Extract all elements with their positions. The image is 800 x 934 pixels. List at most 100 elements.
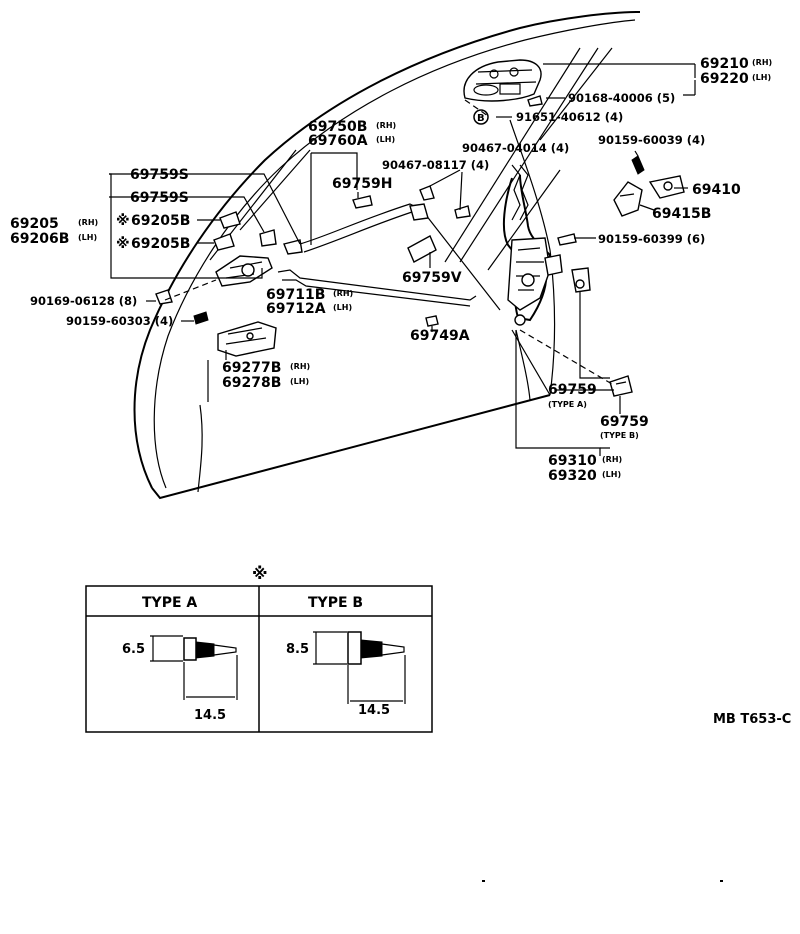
part-number: 69278B bbox=[222, 375, 281, 391]
part-number: 69310 bbox=[548, 453, 597, 469]
part-number-90169-06128: 90169-06128 (8) bbox=[30, 294, 137, 308]
type-comparison-table: ※ TYPE A TYPE B 6.5 14.5 bbox=[85, 564, 433, 733]
bolt-90159-60039 bbox=[631, 155, 645, 175]
callout-69759-type-a: 69759 (TYPE A) bbox=[548, 382, 597, 409]
type-a-length: 14.5 bbox=[194, 708, 226, 723]
shim-69415b bbox=[613, 181, 643, 217]
part-number-90159-60399: 90159-60399 (6) bbox=[598, 232, 705, 246]
handle-screw bbox=[527, 95, 543, 107]
side-tag: (LH) bbox=[376, 135, 395, 144]
clip-90467-08117 bbox=[419, 185, 435, 201]
rod-clip-upper bbox=[409, 203, 429, 221]
circle-b-marker: B bbox=[473, 109, 489, 125]
rod-guide-69759v bbox=[407, 235, 437, 263]
part-number-69750b: 69750B bbox=[308, 119, 367, 135]
part-number: 69206B bbox=[10, 231, 69, 247]
leader-dash bbox=[464, 99, 489, 117]
part-number-90168-40006: 90168-40006 (5) bbox=[568, 91, 675, 105]
side-tag: (LH) bbox=[752, 73, 771, 82]
circle-b-label: B bbox=[477, 113, 485, 124]
rod-clip-69205b-b bbox=[213, 233, 235, 251]
side-tag: (RH) bbox=[752, 58, 772, 67]
part-number-90467-04014: 90467-04014 (4) bbox=[462, 141, 569, 155]
rod-clip-69759s-a bbox=[259, 229, 277, 247]
side-tag: (RH) bbox=[376, 121, 396, 130]
bolt-69759h bbox=[352, 195, 373, 209]
part-number-69415b: 69415B bbox=[652, 206, 711, 222]
callout-69277b: 69277B (RH) 69278B (LH) bbox=[222, 360, 310, 391]
part-number: 69205B bbox=[131, 236, 190, 252]
part-number-90159-60039: 90159-60039 (4) bbox=[598, 133, 705, 147]
asterisk-mark: ※ bbox=[116, 213, 130, 229]
part-number: 69277B bbox=[222, 360, 281, 376]
door-lock-assembly bbox=[502, 164, 563, 326]
side-tag: (RH) bbox=[78, 218, 98, 227]
rod-clip-69759s-b bbox=[283, 239, 303, 255]
type-tag: (TYPE B) bbox=[600, 431, 639, 440]
callout-69310: 69310 (RH) 69320 (LH) bbox=[548, 453, 622, 484]
table-asterisk-marker: ※ bbox=[252, 564, 268, 583]
callout-69711b: 69711B (RH) 69712A (LH) bbox=[266, 287, 353, 317]
part-number: 69320 bbox=[548, 468, 597, 484]
asterisk-mark: ※ bbox=[116, 236, 130, 252]
part-number: 69220 bbox=[700, 71, 749, 87]
side-tag: (LH) bbox=[602, 470, 621, 479]
bracket-right bbox=[571, 267, 591, 293]
screw-90159-60303 bbox=[193, 311, 209, 325]
part-number: 69205B bbox=[131, 213, 190, 229]
part-number-91651-40612: 91651-40612 (4) bbox=[516, 110, 623, 124]
callout-69205: 69205 (RH) 69206B (LH) bbox=[10, 216, 98, 247]
part-number-69760a: 69760A bbox=[308, 133, 368, 149]
clip-69759-type-a bbox=[609, 375, 633, 397]
part-number-69749a: 69749A bbox=[410, 328, 470, 344]
part-number-69410: 69410 bbox=[692, 182, 741, 198]
part-number: 69210 bbox=[700, 56, 749, 72]
type-b-header: TYPE B bbox=[308, 595, 363, 611]
part-number: 69759 bbox=[600, 414, 649, 430]
lock-rod bbox=[299, 203, 501, 311]
callout-69205b-1: ※ 69205B bbox=[116, 213, 190, 229]
part-number-90159-60303: 90159-60303 (4) bbox=[66, 314, 173, 328]
scan-marks bbox=[482, 880, 723, 882]
type-tag: (TYPE A) bbox=[548, 400, 587, 409]
side-tag: (LH) bbox=[78, 233, 97, 242]
leader-lines bbox=[109, 63, 696, 456]
type-a-diameter: 6.5 bbox=[122, 642, 145, 657]
part-number-69759v: 69759V bbox=[402, 270, 462, 286]
striker-69410 bbox=[648, 175, 685, 199]
side-tag: (LH) bbox=[333, 303, 352, 312]
side-tag: (RH) bbox=[290, 362, 310, 371]
type-b-length: 14.5 bbox=[358, 703, 390, 718]
door-panel-outline bbox=[133, 11, 641, 500]
type-b-diameter: 8.5 bbox=[286, 642, 309, 657]
part-number: 69711B bbox=[266, 287, 325, 303]
part-number: 69712A bbox=[266, 301, 326, 317]
type-a-header: TYPE A bbox=[142, 595, 197, 611]
handle-bezel bbox=[217, 321, 277, 357]
leader-dash bbox=[164, 279, 217, 301]
type-b-clip-drawing: 8.5 14.5 bbox=[286, 631, 406, 718]
lock-rod-parallel bbox=[303, 211, 413, 253]
inside-handle bbox=[215, 255, 273, 287]
callout-69759-type-b: 69759 (TYPE B) bbox=[600, 414, 649, 440]
callout-69205b-2: ※ 69205B bbox=[116, 236, 190, 252]
screw-90159-60399 bbox=[557, 233, 577, 246]
part-number-69759s: 69759S bbox=[130, 190, 189, 206]
part-number-69759s: 69759S bbox=[130, 167, 189, 183]
clip-69749a bbox=[425, 315, 439, 327]
part-number: 69205 bbox=[10, 216, 59, 232]
leader-dash bbox=[519, 329, 613, 385]
rod-clip-69205b-a bbox=[219, 211, 241, 229]
lock-knob-rod bbox=[277, 269, 477, 301]
outside-handle bbox=[463, 59, 542, 102]
callout-69210: 69210 (RH) 69220 (LH) bbox=[700, 56, 772, 87]
part-number-69759h: 69759H bbox=[332, 176, 392, 192]
screw-90467-04014 bbox=[454, 205, 471, 219]
side-tag: (RH) bbox=[333, 289, 353, 298]
type-a-clip-drawing: 6.5 14.5 bbox=[122, 635, 238, 723]
figure-code: MB T653-C bbox=[713, 712, 791, 727]
part-number: 69759 bbox=[548, 382, 597, 398]
screw-90169-06128 bbox=[155, 289, 173, 305]
side-tag: (LH) bbox=[290, 377, 309, 386]
